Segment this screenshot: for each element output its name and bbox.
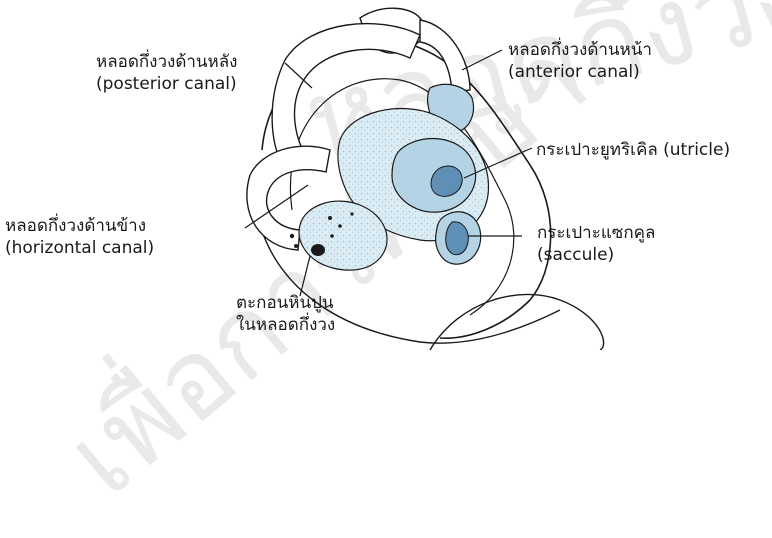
label-otolith: ตะกอนหินปูน ในหลอดกึ่งวง [236,292,335,336]
label-saccule: กระเปาะแซกคูล (saccule) [537,222,655,266]
label-posterior-english: (posterior canal) [96,73,237,95]
label-utricle: กระเปาะยูทริเคิล (utricle) [536,139,730,161]
saccule-macula [446,222,469,255]
label-horizontal-english: (horizontal canal) [5,237,154,259]
label-posterior-canal: หลอดกึ่งวงด้านหลัง (posterior canal) [96,51,237,95]
label-anterior-english: (anterior canal) [508,61,652,83]
label-anterior-thai: หลอดกึ่งวงด้านหน้า [508,39,652,61]
leader-anterior [462,50,502,70]
label-saccule-thai: กระเปาะแซกคูล [537,222,655,244]
label-otolith-line2: ในหลอดกึ่งวง [236,314,335,336]
label-horizontal-thai: หลอดกึ่งวงด้านข้าง [5,215,154,237]
label-saccule-english: (saccule) [537,244,655,266]
label-anterior-canal: หลอดกึ่งวงด้านหน้า (anterior canal) [508,39,652,83]
label-otolith-line1: ตะกอนหินปูน [236,292,335,314]
cochlear-outline [430,294,604,350]
label-utricle-text: กระเปาะยูทริเคิล (utricle) [536,139,730,161]
leader-otolith [300,256,310,296]
label-posterior-thai: หลอดกึ่งวงด้านหลัง [96,51,237,73]
label-horizontal-canal: หลอดกึ่งวงด้านข้าง (horizontal canal) [5,215,154,259]
anterior-canal-arc [420,20,470,92]
